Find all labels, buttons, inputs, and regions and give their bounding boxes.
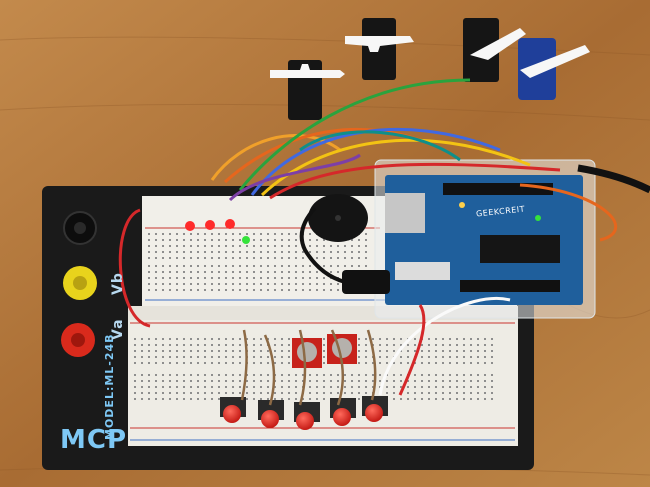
arduino-board	[374, 159, 596, 319]
binding-post-yellow	[63, 266, 97, 300]
usb-cable	[577, 164, 650, 194]
power-jack	[342, 270, 390, 294]
potentiometer	[292, 338, 322, 368]
pushbutton	[362, 396, 388, 422]
resistor-leads	[240, 329, 377, 406]
power-cable	[299, 206, 346, 284]
board-brand: MCP	[60, 425, 128, 455]
binding-post-black	[63, 211, 97, 245]
arduino-status-led	[459, 202, 465, 208]
servo-motor	[270, 60, 345, 120]
led-red	[225, 219, 235, 229]
led-green	[242, 236, 250, 244]
servo-motor	[518, 38, 590, 100]
pushbutton	[294, 402, 320, 430]
pushbutton	[330, 398, 356, 426]
terminal-label-a: Va	[110, 318, 126, 340]
pushbutton	[220, 397, 246, 423]
servo-motor	[463, 18, 526, 82]
pushbutton	[258, 400, 284, 428]
terminal-label-b: Vb	[110, 272, 126, 295]
piezo-buzzer	[308, 194, 368, 242]
servo-motor	[345, 18, 414, 80]
arduino-power-led	[535, 215, 541, 221]
board-model: MODEL:ML-24B	[103, 333, 116, 440]
led-red	[205, 220, 215, 230]
binding-post-red	[61, 323, 95, 357]
led-red	[185, 221, 195, 231]
jumper-wires	[118, 78, 618, 396]
